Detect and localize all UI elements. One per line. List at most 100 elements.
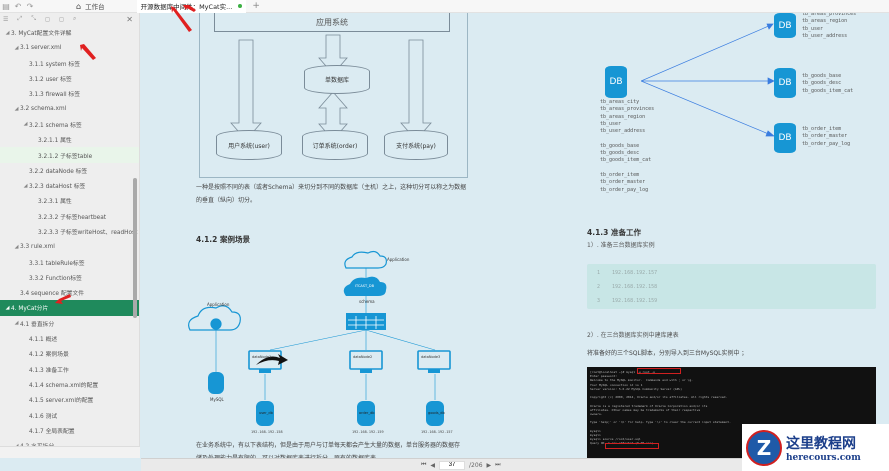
toc-item[interactable]: 3.3.1 tableRule标签	[0, 254, 139, 269]
toc-item-label: 4.1 垂直拆分	[20, 321, 55, 328]
paragraph-line: 在业务系统中，有以下表结构，但是由于用户与订单每天都会产生大量的数据，单台服务器…	[196, 442, 461, 449]
page-number-input[interactable]	[439, 460, 466, 470]
toc-item[interactable]: ◢3. MyCat配置文件详解	[0, 25, 139, 40]
target3-db-icon: DB	[774, 123, 796, 153]
datanode2-label: dataNode2	[353, 355, 373, 359]
toc-item[interactable]: ◢3.2 schema.xml	[0, 101, 139, 116]
line-number: 1	[597, 270, 601, 276]
toc-icon[interactable]: ☰	[3, 15, 9, 23]
toc-item[interactable]: ◢3.2.1 schema 标签	[0, 117, 139, 132]
toc-item-label: 3.2.2 dataNode 标签	[29, 168, 88, 175]
toc-item[interactable]: 3.1.1 system 标签	[0, 56, 139, 71]
page-border	[467, 13, 468, 178]
prev-page-icon[interactable]: ◀	[430, 461, 436, 469]
collapse-all-icon[interactable]: ⤡	[31, 15, 37, 22]
save-icon[interactable]: ▤	[2, 1, 10, 11]
home-tab[interactable]: ⌂ 工作台	[76, 1, 105, 12]
target2-db-icon: DB	[774, 68, 796, 98]
toc-item-label: 4.1.2 案例场景	[29, 352, 69, 359]
new-tab-button[interactable]: +	[252, 1, 260, 11]
order-db-label: order_db	[359, 411, 375, 415]
expand-triangle-icon[interactable]: ◢	[14, 243, 19, 250]
table-name: tb_user_address	[802, 32, 848, 39]
toc-item[interactable]: 3.2.3.2 子标签heartbeat	[0, 209, 139, 224]
page-navigator: ⏮ ◀ /206 ▶ ⏭	[421, 460, 501, 470]
order-db-ip: 192.168.192.159	[352, 430, 384, 434]
toc-item[interactable]: ◢3.2.3 dataHost 标签	[0, 178, 139, 193]
redo-icon[interactable]: ↷	[26, 1, 34, 11]
datanode1-label: dataNode1	[252, 355, 272, 359]
toc-item[interactable]: 4.1.6 测试	[0, 407, 139, 422]
expand-triangle-icon[interactable]: ◢	[13, 443, 20, 449]
toc-item[interactable]: 4.1.1 概述	[0, 331, 139, 346]
toc-item[interactable]: 4.1.3 准备工作	[0, 362, 139, 377]
bookmark-icon[interactable]: ◻	[45, 15, 50, 23]
toc-item[interactable]: 4.1.5 server.xml的配置	[0, 392, 139, 407]
step2-text: 2）. 在三台数据库实例中建库建表	[587, 332, 679, 339]
expand-triangle-icon[interactable]: ◢	[23, 182, 28, 189]
toc-item[interactable]: ◢3.1 server.xml	[0, 40, 139, 55]
expand-all-icon[interactable]: ⤢	[17, 15, 23, 22]
sidebar-footer	[0, 446, 140, 458]
terminal-highlight-login	[637, 368, 681, 374]
expand-triangle-icon[interactable]: ◢	[23, 121, 28, 128]
toc-item[interactable]: 3.2.1.2 子标签table	[0, 147, 139, 163]
toc-item[interactable]: 3.1.2 user 标签	[0, 71, 139, 86]
close-sidebar-icon[interactable]: ✕	[126, 14, 133, 24]
toc-item[interactable]: 4.1.2 案例场景	[0, 346, 139, 361]
red-arrow-icon	[55, 294, 71, 304]
expand-triangle-icon[interactable]: ◢	[14, 320, 19, 327]
toc-item[interactable]: 3.2.1.1 属性	[0, 132, 139, 147]
expand-triangle-icon[interactable]: ◢	[5, 304, 10, 311]
toc-item-label: 3.1 server.xml	[20, 44, 62, 51]
toc-item-label: 3.1.2 user 标签	[29, 77, 72, 84]
toc-item-label: 3.2.1 schema 标签	[29, 122, 82, 129]
toc-item-label: 3.2.1.1 属性	[38, 138, 72, 145]
paragraph-line: 储及处理能力是有限的，可以对数据库表进行拆分，原有的数据库表。	[196, 452, 460, 458]
toc-item[interactable]: 3.2.3.1 属性	[0, 193, 139, 208]
undo-icon[interactable]: ↶	[14, 1, 22, 11]
db-label: DB	[778, 133, 792, 143]
last-page-icon[interactable]: ⏭	[495, 461, 501, 468]
toc-item[interactable]: 4.1.7 全局表配置	[0, 423, 139, 438]
table-name: tb_areas_region	[600, 113, 646, 120]
next-page-icon[interactable]: ▶	[486, 461, 492, 469]
watermark-url: herecours.com	[786, 452, 861, 463]
user-db-icon	[256, 401, 274, 426]
toc-item-label: 4.1.4 schema.xml的配置	[29, 382, 99, 389]
table-name: tb_order_master	[600, 179, 646, 186]
toc-item[interactable]: 4.1.4 schema.xml的配置	[0, 377, 139, 392]
terminal-highlight-source	[605, 443, 659, 449]
toc-item[interactable]: ◢4. MyCat分片	[0, 300, 139, 316]
toc-item[interactable]: ◢4.1 垂直拆分	[0, 316, 139, 331]
toc-item[interactable]: 3.3.2 Function标签	[0, 270, 139, 285]
red-arrow-icon	[80, 44, 96, 60]
db-label: DB	[778, 20, 792, 31]
table-name: tb_goods_item_cat	[600, 157, 652, 164]
table-name: tb_order_pay_log	[802, 140, 851, 147]
expand-triangle-icon[interactable]: ◢	[5, 29, 10, 36]
expand-triangle-icon[interactable]: ◢	[14, 44, 19, 51]
toc-item[interactable]: ◢3.3 rule.xml	[0, 239, 139, 254]
db-label: DB	[609, 77, 623, 87]
first-page-icon[interactable]: ⏮	[421, 461, 427, 468]
left-app-cloud-icon	[210, 318, 222, 330]
toc-item-label: 3.3.1 tableRule标签	[29, 260, 85, 267]
toc-item[interactable]: 3.2.3.3 子标签writeHost、readHost	[0, 224, 139, 239]
annotation-icon[interactable]: ◻	[59, 15, 64, 23]
search-icon[interactable]: ⌕	[72, 15, 77, 22]
sidebar-scrollbar[interactable]	[133, 178, 137, 318]
line-number: 2	[597, 284, 601, 290]
toc-item[interactable]: 3.2.2 dataNode 标签	[0, 163, 139, 178]
page-border	[199, 13, 200, 178]
toc-item[interactable]: 3.4 sequence 配置文件	[0, 285, 139, 300]
code-text: 192.168.192.158	[612, 284, 658, 290]
goods-db-icon	[426, 401, 444, 426]
table-name: tb_user_address	[600, 128, 646, 135]
toc-item[interactable]: 3.1.3 firewall 标签	[0, 86, 139, 101]
expand-triangle-icon[interactable]: ◢	[14, 106, 19, 113]
